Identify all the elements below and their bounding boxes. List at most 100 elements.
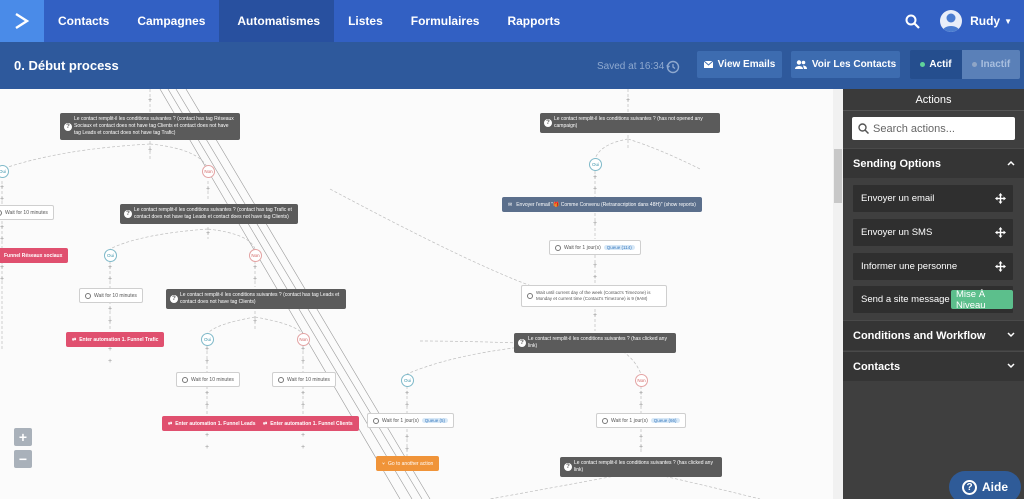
question-icon: ? <box>170 295 178 303</box>
inactif-option[interactable]: Inactif <box>962 50 1020 79</box>
clock-icon <box>373 417 379 424</box>
queue-badge[interactable]: Queue (5) <box>421 418 449 423</box>
queue-badge[interactable]: Queue (66) <box>650 418 680 423</box>
condition-node[interactable]: ? Le contact remplit-il les conditions s… <box>120 204 298 224</box>
svg-text:+: + <box>205 402 209 409</box>
avatar[interactable] <box>940 10 963 32</box>
wait-text: Wait until current day of the week (Cont… <box>536 290 651 301</box>
automation-node[interactable]: ⇄ Enter automation 1. Funnel Leads <box>162 416 262 431</box>
goto-text: Go to another action <box>388 460 434 467</box>
voir-contacts-button[interactable]: Voir Les Contacts <box>791 51 900 78</box>
section-conditions-workflow[interactable]: Conditions and Workflow <box>843 320 1024 350</box>
automation-canvas[interactable]: + + + + + + + + + + + + + + + + + + + + … <box>0 89 843 499</box>
svg-text:+: + <box>301 444 305 451</box>
clock-icon <box>555 244 561 251</box>
svg-text:+: + <box>405 390 409 397</box>
nav-item-listes[interactable]: Listes <box>348 14 383 28</box>
svg-text:+: + <box>0 236 4 243</box>
wait-node[interactable]: Wait for 10 minutes <box>79 288 143 303</box>
canvas-scrollbar[interactable] <box>833 89 843 499</box>
condition-node[interactable]: ? Le contact remplit-il les conditions s… <box>166 289 346 309</box>
nav-item-formulaires[interactable]: Formulaires <box>410 14 480 28</box>
branch-non: Non <box>297 333 310 346</box>
branch-non: Non <box>202 165 215 178</box>
action-label: Informer une personne <box>861 261 958 272</box>
action-envoyer-email[interactable]: Envoyer un email <box>853 185 1013 212</box>
condition-node[interactable]: ? Le contact remplit-il les conditions s… <box>540 113 720 133</box>
nav-item-contacts[interactable]: Contacts <box>58 14 110 28</box>
nav-item-rapports[interactable]: Rapports <box>507 14 561 28</box>
search-button[interactable] <box>896 0 928 42</box>
section-sending-options[interactable]: Sending Options <box>843 148 1024 178</box>
svg-text:+: + <box>593 262 597 269</box>
search-actions-input[interactable] <box>873 122 1013 135</box>
automation-icon: ⇄ <box>263 420 268 427</box>
drag-move-icon[interactable] <box>995 261 1006 272</box>
condition-node[interactable]: ? Le contact remplit-il les conditions s… <box>560 457 722 477</box>
wait-text: Wait for 10 minutes <box>287 376 330 383</box>
view-emails-button[interactable]: View Emails <box>697 51 782 78</box>
actif-option[interactable]: Actif <box>910 50 962 79</box>
svg-text:+: + <box>205 444 209 451</box>
action-label: Send a site message <box>861 294 950 305</box>
nav-item-campagnes[interactable]: Campagnes <box>137 14 206 28</box>
drag-move-icon[interactable] <box>995 227 1006 238</box>
wait-until-node[interactable]: Wait until current day of the week (Cont… <box>521 285 667 307</box>
upgrade-button[interactable]: Mise À Niveau <box>951 289 1013 311</box>
condition-node[interactable]: ? Le contact remplit-il les conditions s… <box>60 113 240 140</box>
chevron-down-icon <box>1007 332 1015 338</box>
svg-text:+: + <box>206 186 210 193</box>
history-icon[interactable] <box>666 60 680 74</box>
svg-text:+: + <box>205 432 209 439</box>
condition-text: Le contact remplit-il les conditions sui… <box>528 336 667 349</box>
clock-icon <box>278 376 284 383</box>
branch-oui: Oui <box>589 158 602 171</box>
zoom-out-button[interactable]: − <box>14 450 32 468</box>
search-actions-field[interactable] <box>852 117 1015 140</box>
top-navigation: Contacts Campagnes Automatismes Listes F… <box>0 0 1024 42</box>
wait-text: Wait for 1 jour(s) <box>564 244 601 251</box>
wait-node[interactable]: Wait for 10 minutes <box>272 372 336 387</box>
automation-node[interactable]: Funnel Réseaux sociaux <box>0 248 69 263</box>
help-button[interactable]: ? Aide <box>949 471 1021 499</box>
action-site-message[interactable]: Send a site message Mise À Niveau <box>853 286 1013 313</box>
section-contacts[interactable]: Contacts <box>843 351 1024 381</box>
wait-node[interactable]: Wait for 10 minutes <box>0 205 54 220</box>
condition-node[interactable]: ? Le contact remplit-il les conditions s… <box>514 333 676 353</box>
automation-node[interactable]: ⇄ Enter automation 1. Funnel Clients <box>257 416 359 431</box>
wait-node[interactable]: Wait for 1 jour(s) Queue (5) <box>367 413 455 428</box>
drag-move-icon[interactable] <box>995 193 1006 204</box>
question-icon: ? <box>64 122 72 131</box>
queue-badge[interactable]: Queue (114) <box>603 245 635 250</box>
svg-text:+: + <box>108 264 112 271</box>
envelope-icon <box>703 61 713 68</box>
branch-non: Non <box>249 249 262 262</box>
chevron-right-logo-icon <box>15 12 30 30</box>
nav-item-automatismes[interactable]: Automatismes <box>219 0 335 42</box>
wait-node[interactable]: Wait for 1 jour(s) Queue (114) <box>549 240 641 255</box>
wait-node[interactable]: Wait for 10 minutes <box>176 372 240 387</box>
envelope-icon: ✉ <box>508 201 513 208</box>
action-envoyer-sms[interactable]: Envoyer un SMS <box>853 219 1013 246</box>
svg-text:+: + <box>148 147 152 154</box>
zoom-in-button[interactable]: + <box>14 428 32 446</box>
app-logo[interactable] <box>0 0 44 42</box>
status-toggle[interactable]: Actif Inactif <box>910 50 1020 79</box>
action-informer-personne[interactable]: Informer une personne <box>853 253 1013 280</box>
svg-text:+: + <box>253 264 257 271</box>
user-menu-caret-icon[interactable]: ▼ <box>1004 16 1012 26</box>
wait-node[interactable]: Wait for 1 jour(s) Queue (66) <box>596 413 686 428</box>
svg-text:+: + <box>206 230 210 237</box>
goto-action-node[interactable]: ⑂ Go to another action <box>376 456 440 471</box>
svg-text:+: + <box>405 446 409 453</box>
action-label: Envoyer un email <box>861 193 935 204</box>
send-email-node[interactable]: ✉ Envoyer l'email "🎁 Comme Convenu (Retr… <box>502 197 702 212</box>
clock-icon <box>0 209 2 216</box>
svg-text:+: + <box>0 224 4 231</box>
branch-non: Non <box>635 374 648 387</box>
user-name[interactable]: Rudy <box>970 14 1001 28</box>
automation-node[interactable]: ⇄ Enter automation 1. Funnel Trafic <box>66 332 165 347</box>
question-icon: ? <box>544 119 552 127</box>
automation-icon: ⇄ <box>168 420 173 427</box>
scrollbar-thumb[interactable] <box>834 149 842 203</box>
